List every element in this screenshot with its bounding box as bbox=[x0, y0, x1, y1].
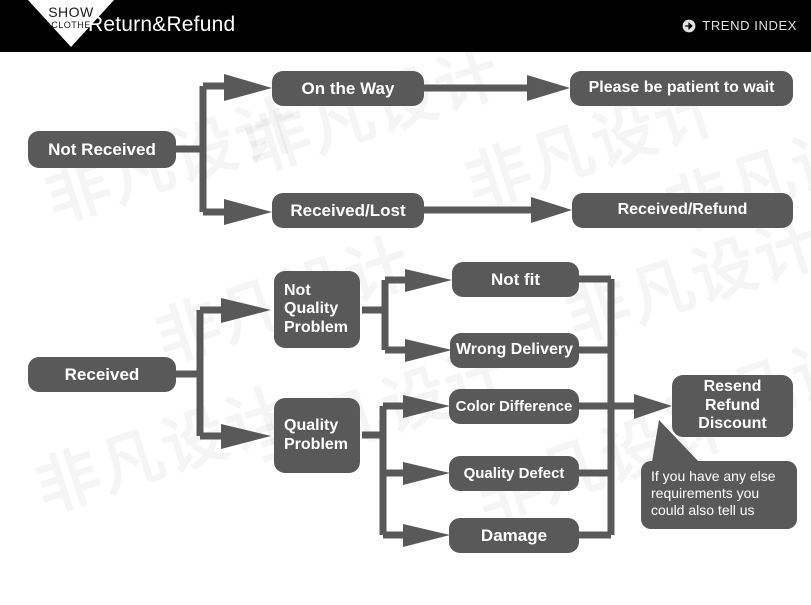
logo-primary-text: SHOW bbox=[48, 4, 94, 20]
node-quality-problem[interactable]: Quality Problem bbox=[274, 398, 360, 473]
node-not-received[interactable]: Not Received bbox=[28, 131, 176, 168]
arrowhead-nqp bbox=[221, 298, 271, 323]
node-label: Please be patient to wait bbox=[588, 79, 775, 97]
arrowheads bbox=[221, 74, 700, 547]
node-resolution[interactable]: Resend Refund Discount bbox=[672, 375, 793, 437]
node-color-difference[interactable]: Color Difference bbox=[449, 389, 579, 424]
node-label-line: Quality bbox=[284, 300, 339, 318]
arrowhead-colordifference bbox=[403, 395, 450, 418]
callout-tail bbox=[652, 420, 700, 463]
node-received-lost[interactable]: Received/Lost bbox=[272, 193, 424, 228]
circle-arrow-icon bbox=[682, 19, 696, 32]
page-header: SHOW CLOTHE Return&Refund TREND INDEX bbox=[0, 0, 811, 52]
node-label: Not fit bbox=[490, 269, 541, 289]
node-label-line: Problem bbox=[284, 435, 349, 453]
arrowhead-ontheway bbox=[224, 74, 272, 101]
arrowhead-damage bbox=[403, 524, 450, 547]
arrowhead-notfit bbox=[405, 269, 452, 292]
node-please-be-patient-to-wait[interactable]: Please be patient to wait bbox=[570, 71, 793, 106]
node-label: Received/Refund bbox=[617, 201, 748, 219]
node-label-multiline: Resend Refund Discount bbox=[672, 378, 793, 434]
node-label-line: Discount bbox=[698, 415, 767, 433]
node-not-fit[interactable]: Not fit bbox=[452, 262, 579, 297]
node-label-line: Refund bbox=[704, 396, 761, 414]
node-label: Quality Defect bbox=[463, 464, 565, 482]
node-label-line: Resend bbox=[703, 378, 762, 396]
node-received[interactable]: Received bbox=[28, 357, 176, 392]
brand-logo[interactable]: SHOW CLOTHE bbox=[28, 0, 114, 52]
arrowhead-qualitydefect bbox=[403, 462, 450, 485]
arrowhead-receivedlost bbox=[224, 199, 272, 225]
arrowhead-wait bbox=[527, 75, 570, 101]
logo-secondary-text: CLOTHE bbox=[51, 20, 91, 30]
node-label: Damage bbox=[480, 525, 548, 545]
node-on-the-way[interactable]: On the Way bbox=[272, 71, 424, 106]
node-label-line: Problem bbox=[284, 318, 349, 336]
arrowhead-receivedrefund bbox=[531, 197, 572, 223]
page-title: Return&Refund bbox=[88, 13, 236, 36]
node-label-line: Quality bbox=[284, 416, 339, 434]
node-label: Not Received bbox=[48, 139, 156, 159]
node-not-quality-problem[interactable]: Not Quality Problem bbox=[274, 271, 360, 348]
callout-text: If you have any else requirements you co… bbox=[651, 468, 776, 519]
arrowhead-qp bbox=[221, 424, 271, 449]
arrowhead-resolution bbox=[634, 394, 672, 419]
node-label-multiline: Not Quality Problem bbox=[284, 282, 348, 338]
node-wrong-delivery[interactable]: Wrong Delivery bbox=[450, 333, 579, 368]
node-quality-defect[interactable]: Quality Defect bbox=[449, 456, 579, 491]
triangle-logo-icon bbox=[28, 0, 114, 47]
node-label-multiline: Quality Problem bbox=[284, 417, 348, 454]
trend-index-label: TREND INDEX bbox=[702, 18, 797, 33]
trend-index-brand: TREND INDEX bbox=[682, 18, 797, 33]
node-label: Received/Lost bbox=[290, 200, 406, 220]
node-label: Wrong Delivery bbox=[455, 341, 574, 359]
node-label: Received bbox=[64, 364, 140, 384]
node-label-line: Not bbox=[284, 281, 311, 299]
node-received-refund[interactable]: Received/Refund bbox=[572, 193, 793, 228]
arrowhead-wrongdelivery bbox=[405, 339, 452, 362]
node-label: On the Way bbox=[301, 78, 395, 98]
node-label: Color Difference bbox=[455, 397, 573, 415]
callout-note: If you have any else requirements you co… bbox=[641, 461, 797, 529]
node-damage[interactable]: Damage bbox=[449, 518, 579, 553]
